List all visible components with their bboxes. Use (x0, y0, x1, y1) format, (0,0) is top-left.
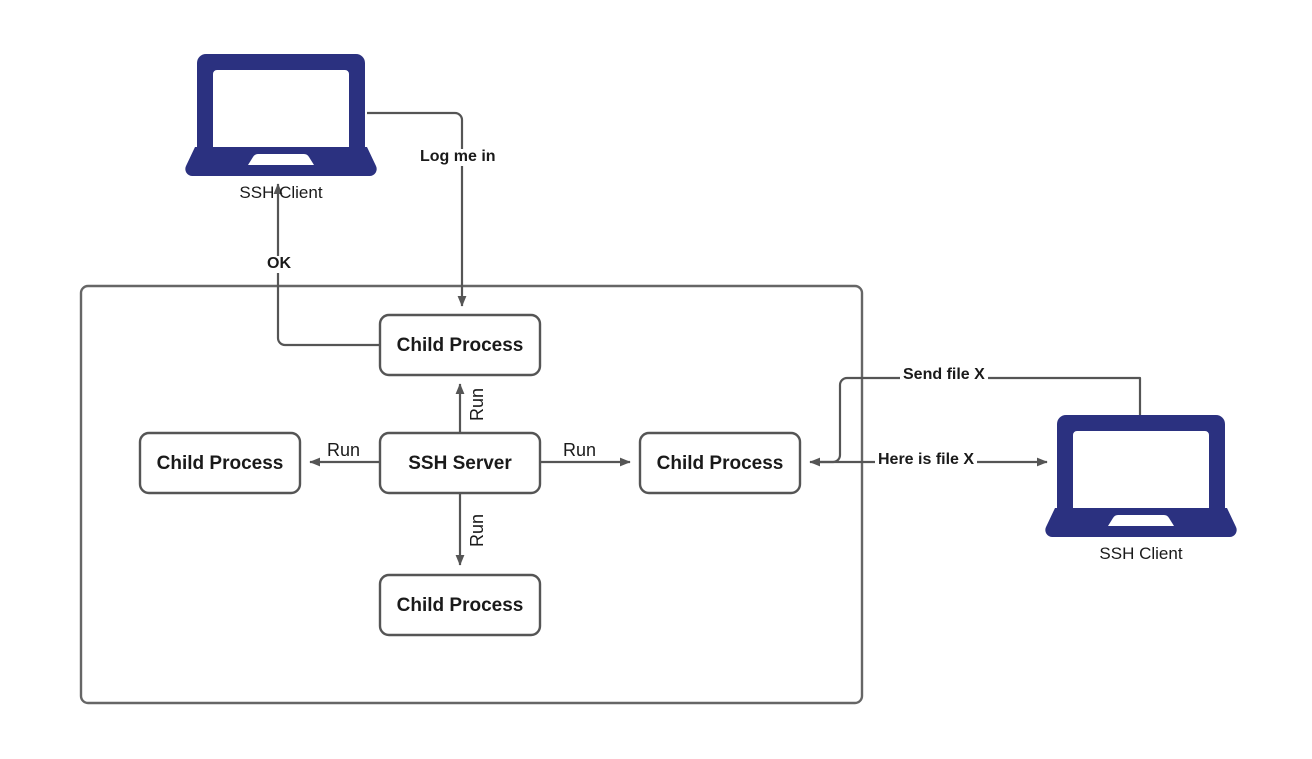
device-label-client-top-left: SSH Client (239, 183, 323, 202)
edge-label-run-right: Run (561, 440, 599, 460)
edge-label-login-request: Log me in (417, 148, 499, 166)
node-label-child-bottom: Child Process (396, 595, 524, 616)
laptop-icon-client-right (1045, 415, 1237, 537)
laptop-icon-client-top-left (185, 54, 377, 176)
node-child-top[interactable] (378, 313, 542, 377)
edge-login-ok (273, 183, 380, 347)
edge-label-send-file: Send file X (900, 366, 988, 384)
edge-label-login-ok: OK (264, 255, 294, 273)
node-child-bottom[interactable] (378, 573, 542, 637)
node-label-child-left: Child Process (156, 453, 284, 474)
node-ssh-server[interactable] (378, 431, 542, 495)
edge-login-request (367, 111, 467, 307)
edge-label-here-is-file: Here is file X (875, 451, 978, 469)
node-child-right[interactable] (638, 431, 802, 495)
ssh-server-host-boundary (79, 284, 864, 705)
node-label-ssh-server: SSH Server (408, 453, 512, 474)
edge-label-run-bottom: Run (467, 511, 488, 549)
node-child-left[interactable] (138, 431, 302, 495)
node-label-child-right: Child Process (656, 453, 784, 474)
device-label-client-right: SSH Client (1099, 544, 1183, 563)
edge-label-run-left: Run (325, 440, 363, 460)
edge-label-run-top: Run (467, 385, 488, 423)
node-label-child-top: Child Process (396, 335, 524, 356)
